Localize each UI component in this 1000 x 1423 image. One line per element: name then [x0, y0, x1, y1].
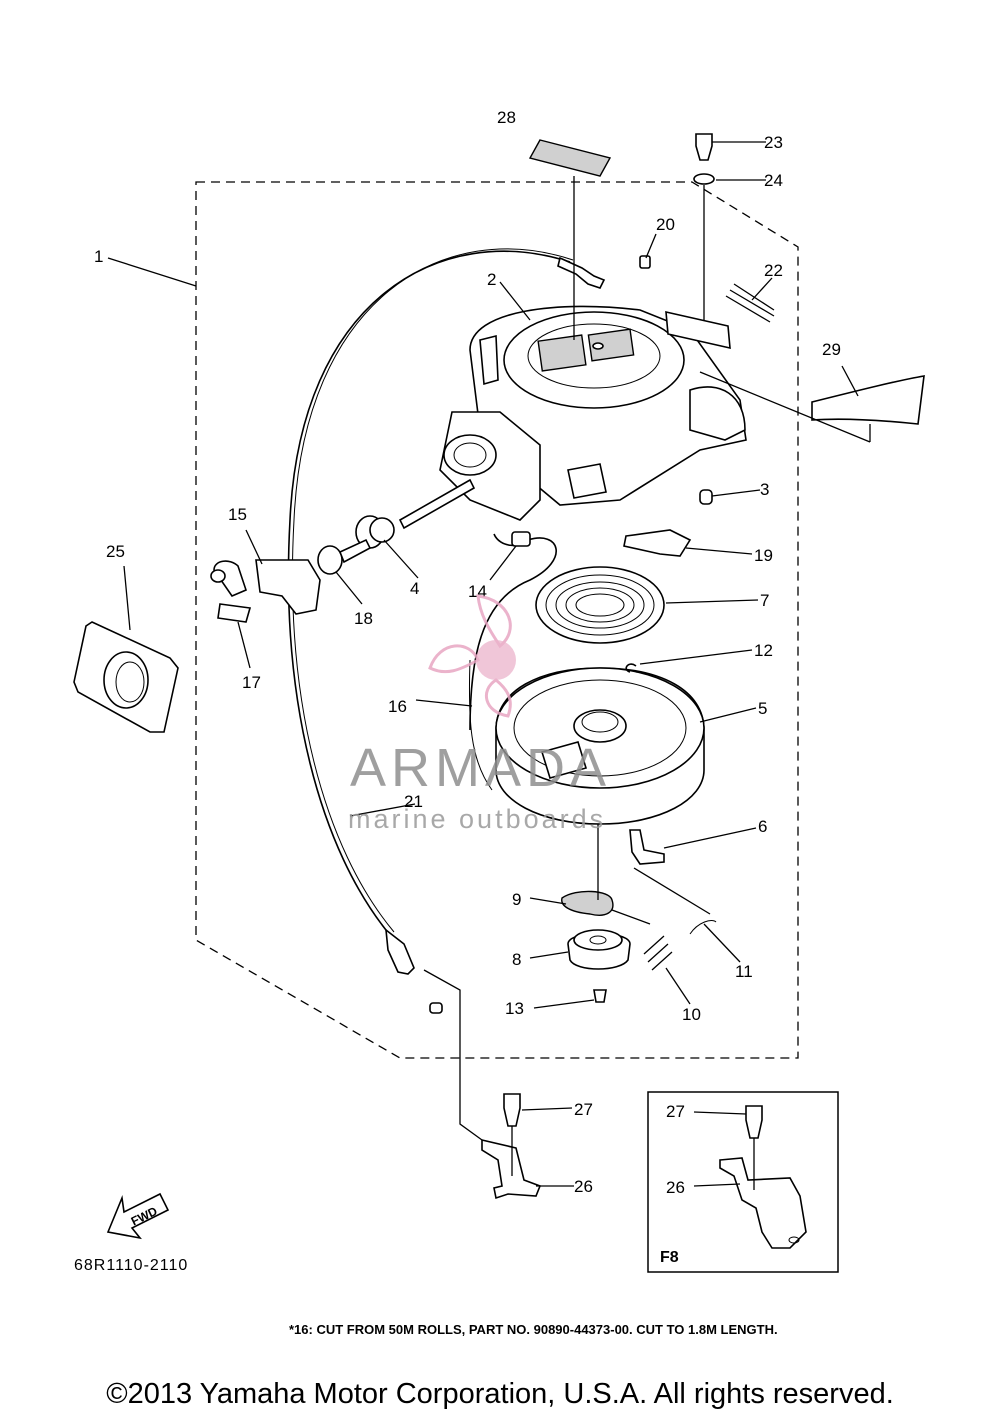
callout-26: 26 — [574, 1177, 593, 1196]
screw-13 — [593, 989, 607, 1003]
watermark-brand: ARMADA — [350, 738, 611, 798]
assembly-boundary — [195, 181, 799, 1059]
cable-terminal — [385, 928, 415, 975]
footnote: *16: CUT FROM 50M ROLLS, PART NO. 90890-… — [289, 1322, 778, 1337]
cable-end-fitting — [557, 256, 606, 289]
plate-bracket — [665, 310, 731, 350]
callout-17: 17 — [242, 673, 261, 692]
diagram-code: 68R1110-2110 — [74, 1257, 188, 1274]
inset-label: F8 — [660, 1249, 679, 1266]
callout-25: 25 — [106, 542, 125, 561]
callout-21: 21 — [404, 792, 423, 811]
starter-rope-16 — [468, 659, 493, 791]
pin-20 — [639, 255, 651, 269]
callout-27: 27 — [574, 1100, 593, 1119]
plate-9 — [561, 890, 614, 916]
callout-24: 24 — [764, 171, 783, 190]
cable-joint-18 — [317, 538, 372, 575]
armada-watermark: ARMADA marine outboards — [348, 594, 611, 834]
forward-arrow-icon: FWD — [106, 1192, 170, 1240]
callout-19: 19 — [754, 546, 773, 565]
callout-11: 11 — [735, 962, 753, 981]
starter-cable — [287, 250, 571, 936]
inset-f8: 27 26 F8 — [647, 1091, 839, 1273]
bush-3 — [699, 489, 713, 505]
pawl-19 — [623, 529, 692, 557]
bolt-23 — [695, 133, 713, 161]
callout-13: 13 — [505, 999, 524, 1018]
copyright-line: ©2013 Yamaha Motor Corporation, U.S.A. A… — [106, 1378, 894, 1410]
callout-20: 20 — [656, 215, 675, 234]
starter-case — [439, 305, 747, 521]
sheave-drum-5 — [495, 667, 705, 825]
cable-pin — [429, 1002, 443, 1014]
bolt-27 — [503, 1093, 521, 1127]
bracket-26 — [481, 1138, 542, 1200]
callout-2: 2 — [487, 270, 496, 289]
plate-25 — [73, 621, 179, 733]
label-29 — [811, 375, 925, 425]
callout-6: 6 — [758, 817, 767, 836]
callout-12: 12 — [754, 641, 773, 660]
callout-9: 9 — [512, 890, 521, 909]
callout-7: 7 — [760, 591, 769, 610]
spring-11 — [689, 920, 717, 935]
callout-29: 29 — [822, 340, 841, 359]
watermark-tagline: marine outboards — [348, 804, 606, 834]
callout-18: 18 — [354, 609, 373, 628]
clip-17 — [217, 603, 252, 623]
cable-joint-4 — [355, 515, 395, 549]
spiral-spring-7 — [535, 566, 665, 644]
washer-24 — [693, 173, 715, 185]
propeller-logo-icon — [428, 594, 516, 718]
callout-labels: 1 2 3 4 5 6 7 8 9 10 11 12 13 14 15 16 1… — [94, 108, 841, 1196]
callout-16: 16 — [388, 697, 407, 716]
inset-callout-27: 27 — [666, 1102, 685, 1121]
spring-22 — [725, 283, 775, 323]
callout-5: 5 — [758, 699, 767, 718]
callout-22: 22 — [764, 261, 783, 280]
circlip-12 — [625, 663, 637, 673]
callout-23: 23 — [764, 133, 783, 152]
spring-10 — [643, 935, 673, 971]
drive-plate-8 — [567, 929, 631, 970]
callout-1: 1 — [94, 247, 103, 266]
callout-4: 4 — [410, 579, 419, 598]
leader-lines — [107, 141, 871, 1187]
callout-28: 28 — [497, 108, 516, 127]
callout-3: 3 — [760, 480, 769, 499]
label-28 — [528, 139, 612, 177]
drive-pawl-6 — [629, 829, 665, 865]
callout-10: 10 — [682, 1005, 701, 1024]
bracket-15 — [210, 559, 321, 615]
callout-15: 15 — [228, 505, 247, 524]
inset-callout-26: 26 — [666, 1178, 685, 1197]
callout-8: 8 — [512, 950, 521, 969]
